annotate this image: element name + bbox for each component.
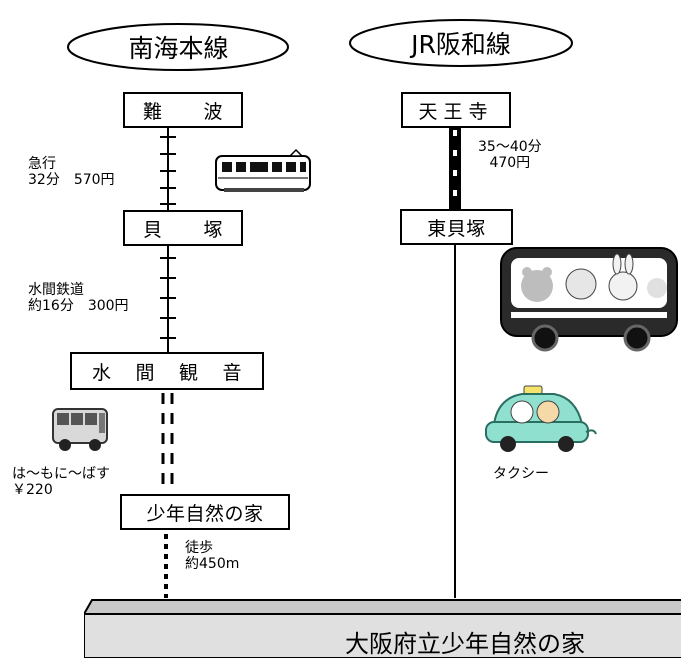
jr-fare: 470円 [489, 155, 531, 171]
station-kaizuka-char-2: 塚 [203, 218, 223, 241]
station-kaizuka-char-1: 貝 [143, 218, 163, 241]
bus-note: は～もに～ばす ￥220 [12, 466, 110, 498]
destination-label: 大阪府立少年自然の家 [345, 630, 585, 658]
mizuma-railway-track [160, 246, 176, 352]
jr-note: 35～40分 470円 [478, 139, 542, 171]
express-note: 急行 32分 570円 [28, 156, 115, 188]
station-mizuma-kannon-char-3: 観 [178, 361, 199, 384]
jr-title-oval [349, 19, 573, 67]
station-mizuma-kannon: 水 間 観 音 [70, 352, 264, 390]
station-tennoji: 天王寺 [401, 92, 511, 128]
station-higashi-kaizuka: 東貝塚 [400, 209, 513, 245]
jr-line-title: JR阪和線 [411, 30, 511, 59]
station-kaizuka: 貝 塚 [123, 210, 243, 246]
station-namba: 難 波 [123, 92, 243, 128]
station-namba-char-1: 難 [143, 100, 163, 123]
station-mizuma-kannon-char-4: 音 [222, 361, 242, 384]
mizuma-railway-name: 水間鉄道 [28, 282, 84, 298]
community-bus-illustration [52, 408, 108, 451]
jr-time: 35～40分 [478, 139, 542, 155]
nankai-track [160, 127, 176, 210]
express-detail: 32分 570円 [28, 172, 115, 188]
station-mizuma-kannon-char-1: 水 [92, 361, 112, 384]
mizuma-railway-note: 水間鉄道 約16分 300円 [28, 282, 129, 314]
walk-note: 徒歩 約450m [185, 540, 239, 572]
nankai-title-oval [67, 23, 289, 71]
bus-route-line [161, 393, 174, 490]
stop-shonen-shizen-no-ie: 少年自然の家 [120, 494, 290, 530]
jr-track [449, 127, 461, 209]
train-illustration [215, 148, 311, 192]
express-type: 急行 [28, 156, 56, 172]
mizuma-railway-detail: 約16分 300円 [28, 298, 129, 314]
bus-name: は～もに～ばす [12, 466, 110, 482]
walk-distance: 約450m [185, 556, 240, 572]
nankai-line-title: 南海本線 [128, 34, 229, 63]
station-mizuma-kannon-char-2: 間 [135, 361, 155, 384]
bus-fare: ￥220 [12, 482, 53, 498]
taxi-note: タクシー [493, 466, 549, 482]
destination-building [84, 599, 681, 658]
taxi-illustration [485, 385, 597, 452]
station-namba-char-2: 波 [203, 100, 223, 123]
big-bus-illustration [500, 247, 678, 352]
walk-mode: 徒歩 [185, 540, 213, 556]
